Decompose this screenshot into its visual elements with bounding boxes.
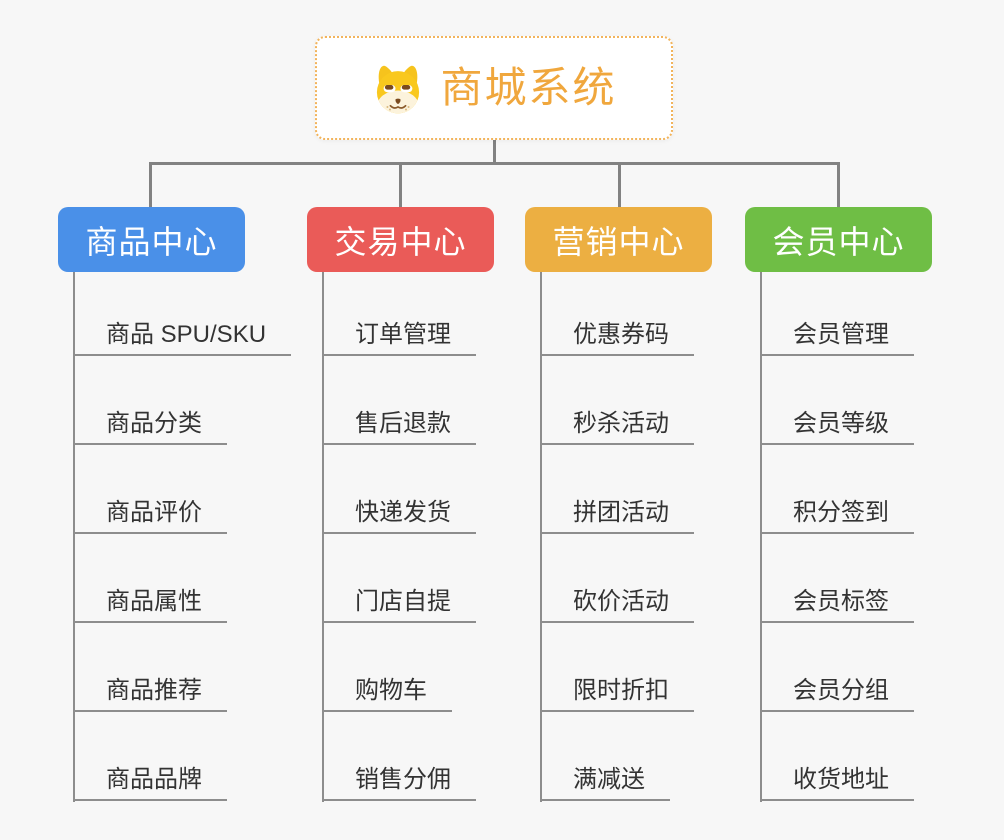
- leaf-node[interactable]: 会员分组: [760, 664, 914, 712]
- branch-member-center: 会员中心 会员管理 会员等级 积分签到 会员标签 会员分组 收货地址: [745, 207, 1004, 840]
- branch-node-marketing[interactable]: 营销中心: [525, 207, 712, 272]
- branch-trade-center: 交易中心 订单管理 售后退款 快递发货 门店自提 购物车 销售分佣: [307, 207, 627, 840]
- branch-node-member[interactable]: 会员中心: [745, 207, 932, 272]
- leaf-node[interactable]: 优惠券码: [540, 308, 694, 356]
- leaf-node[interactable]: 购物车: [322, 664, 452, 712]
- leaf-node[interactable]: 商品评价: [73, 486, 227, 534]
- root-node[interactable]: 商城系统: [315, 36, 673, 140]
- leaf-node[interactable]: 会员等级: [760, 397, 914, 445]
- root-title: 商城系统: [440, 64, 617, 111]
- leaf-node[interactable]: 门店自提: [322, 575, 476, 623]
- branch-marketing-center: 营销中心 优惠券码 秒杀活动 拼团活动 砍价活动 限时折扣 满减送: [525, 207, 845, 840]
- leaf-node[interactable]: 限时折扣: [540, 664, 694, 712]
- leaf-node[interactable]: 满减送: [540, 753, 670, 801]
- branch-node-trade[interactable]: 交易中心: [307, 207, 494, 272]
- leaf-node[interactable]: 商品推荐: [73, 664, 227, 712]
- leaf-node[interactable]: 订单管理: [322, 308, 476, 356]
- branch-child-line: [760, 272, 762, 802]
- leaf-node[interactable]: 商品 SPU/SKU: [73, 308, 292, 356]
- leaf-node[interactable]: 秒杀活动: [540, 397, 694, 445]
- branch-child-line: [73, 272, 75, 802]
- branch-product-center: 商品中心 商品 SPU/SKU 商品分类 商品评价 商品属性 商品推荐 商品品牌: [58, 207, 378, 840]
- leaf-node[interactable]: 商品分类: [73, 397, 227, 445]
- leaf-node[interactable]: 拼团活动: [540, 486, 694, 534]
- leaf-node[interactable]: 销售分佣: [322, 753, 476, 801]
- branch-node-product[interactable]: 商品中心: [58, 207, 245, 272]
- leaf-node[interactable]: 快递发货: [322, 486, 476, 534]
- leaf-node[interactable]: 商品品牌: [73, 753, 227, 801]
- leaf-node[interactable]: 会员标签: [760, 575, 914, 623]
- branch-child-line: [540, 272, 542, 802]
- leaf-node[interactable]: 售后退款: [322, 397, 476, 445]
- leaf-node[interactable]: 收货地址: [760, 753, 914, 801]
- leaf-node[interactable]: 砍价活动: [540, 575, 694, 623]
- dog-face-icon: [377, 65, 420, 114]
- branch-child-line: [322, 272, 324, 802]
- leaf-node[interactable]: 商品属性: [73, 575, 227, 623]
- leaf-node[interactable]: 积分签到: [760, 486, 914, 534]
- leaf-node[interactable]: 会员管理: [760, 308, 914, 356]
